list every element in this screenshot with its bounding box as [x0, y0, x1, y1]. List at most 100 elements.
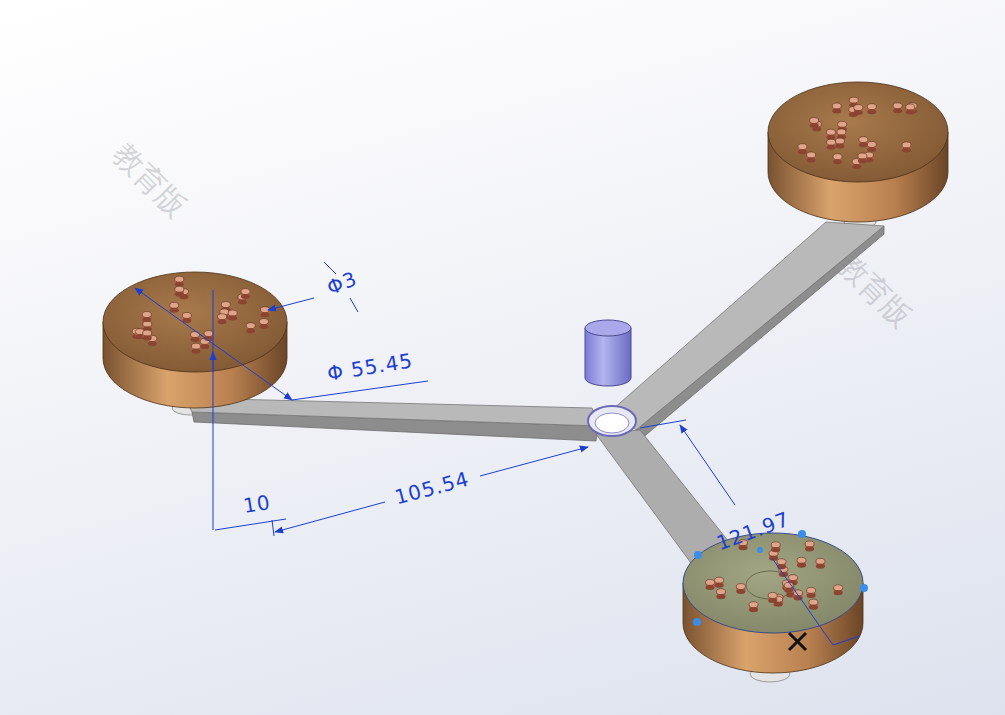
cursor-stroke [789, 633, 806, 650]
hole-top [858, 153, 867, 159]
hole-base [246, 328, 255, 333]
hole-base [797, 563, 806, 568]
hole-base [867, 147, 876, 152]
arm-plate [612, 222, 884, 430]
hole-top [867, 104, 876, 110]
hole-base [816, 564, 825, 569]
hole [816, 558, 825, 569]
watermark: 教育版 [832, 247, 919, 334]
hole [867, 141, 876, 152]
disc-top-selected [683, 533, 863, 633]
hole [893, 103, 902, 114]
hole [854, 105, 863, 116]
hole-top [859, 137, 868, 143]
hole-base [241, 294, 250, 299]
dimension-text: Φ 55.45 [326, 349, 415, 384]
center-ring [588, 406, 636, 436]
hole-base [142, 317, 151, 322]
hole-top [854, 105, 863, 111]
hole-top [807, 152, 816, 158]
hole-top [204, 331, 213, 337]
hole [906, 104, 915, 115]
hole-base [771, 547, 780, 552]
hole [902, 142, 911, 153]
hole-group [132, 97, 917, 612]
hole [798, 144, 807, 155]
hole [797, 557, 806, 568]
hole [218, 314, 227, 325]
hole [706, 579, 715, 590]
hole-top [838, 121, 847, 127]
cursor-stroke [789, 633, 806, 650]
hole-base [902, 147, 911, 152]
hole-base [835, 144, 844, 149]
hole [807, 152, 816, 163]
hole [768, 592, 777, 603]
hole-base [736, 589, 745, 594]
hole-top [706, 579, 715, 585]
hole-top [143, 330, 152, 336]
hole-top [170, 302, 179, 308]
hole-base [852, 164, 861, 169]
dimension-line [680, 425, 735, 505]
hole-top [827, 139, 836, 145]
hole [784, 582, 793, 593]
hole-top [768, 592, 777, 598]
hole-base [807, 593, 816, 598]
hole-base [805, 546, 814, 551]
hole-top [784, 582, 793, 588]
hole-top [826, 129, 835, 135]
hole-top [807, 587, 816, 593]
hole-top [191, 343, 200, 349]
hole [832, 103, 841, 114]
hole [246, 323, 255, 334]
hole [859, 137, 868, 148]
hole [228, 310, 237, 321]
hole-top [797, 557, 806, 563]
hole [143, 330, 152, 341]
selection-handle [860, 584, 868, 592]
hole [867, 104, 876, 115]
hole [827, 139, 836, 150]
hole-base [784, 588, 793, 593]
hole-top [241, 289, 250, 295]
hole [191, 343, 200, 354]
hole-base [893, 108, 902, 113]
dimension-text: Φ3 [324, 267, 360, 299]
pin-top [585, 320, 631, 336]
hole-top [736, 584, 745, 590]
hole-base [706, 585, 715, 590]
hole-top [716, 589, 725, 595]
selection-handle [798, 530, 806, 538]
hole-top [849, 97, 858, 103]
hole-top [749, 602, 758, 608]
hole [175, 286, 184, 297]
hole-base [768, 598, 777, 603]
dimension-lines [135, 262, 860, 645]
pin-cylinder [585, 328, 631, 386]
hole-top [798, 144, 807, 150]
hole [826, 129, 835, 140]
dimension-arrow [213, 352, 214, 372]
hole-base [228, 316, 237, 321]
hole [771, 542, 780, 553]
hole [259, 319, 268, 330]
hole-base [148, 341, 157, 346]
hole-base [809, 605, 818, 610]
dimension-line [215, 519, 286, 530]
hole-top [175, 286, 184, 292]
hole-top [218, 314, 227, 320]
dimension-text: 121.97 [714, 508, 793, 555]
watermark: 教育版 [107, 137, 194, 224]
hole-base [807, 157, 816, 162]
arm-plate [185, 398, 598, 426]
hole [837, 129, 846, 140]
extension-line [640, 420, 686, 428]
selection-handle [757, 547, 763, 553]
hole [170, 302, 179, 313]
hole-top [246, 323, 255, 329]
hole-top [867, 141, 876, 147]
hole-top [182, 312, 191, 318]
hole-base [170, 308, 179, 313]
hole [175, 276, 184, 287]
